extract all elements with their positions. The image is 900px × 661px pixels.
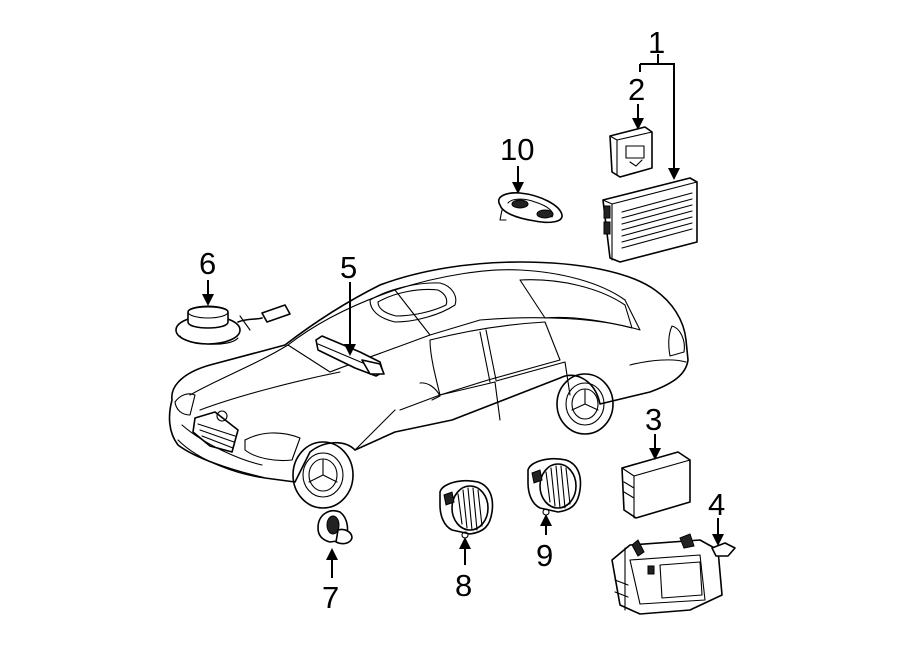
car-front-wheel bbox=[292, 441, 354, 509]
car-rear-wheel bbox=[556, 373, 614, 435]
part-8-speaker[interactable] bbox=[439, 479, 494, 539]
car-body-outline bbox=[168, 261, 689, 483]
car-rear-window bbox=[519, 279, 633, 329]
car-roof-line bbox=[394, 269, 641, 336]
callout-arrows bbox=[202, 54, 724, 578]
car-illustration bbox=[168, 261, 689, 509]
part-7-sensor[interactable] bbox=[317, 510, 353, 545]
part-3-module[interactable] bbox=[621, 451, 691, 519]
car-grille bbox=[192, 411, 239, 453]
car-sunroof bbox=[369, 282, 457, 323]
car-side-windows bbox=[429, 321, 561, 396]
callout-7: 7 bbox=[322, 580, 339, 615]
callout-3: 3 bbox=[645, 402, 662, 437]
callout-1: 1 bbox=[648, 25, 665, 60]
callout-9: 9 bbox=[536, 538, 553, 573]
callout-2: 2 bbox=[628, 72, 645, 107]
part-6-actuator[interactable] bbox=[175, 304, 291, 345]
callout-8: 8 bbox=[455, 568, 472, 603]
callout-10: 10 bbox=[500, 132, 534, 167]
callout-6: 6 bbox=[199, 246, 216, 281]
part-5-antenna[interactable] bbox=[315, 335, 385, 377]
part-9-speaker[interactable] bbox=[527, 457, 582, 516]
part-2-connector[interactable] bbox=[609, 126, 653, 178]
part-4-bracket[interactable] bbox=[611, 533, 736, 615]
callout-5: 5 bbox=[340, 250, 357, 285]
part-10-sensor[interactable] bbox=[498, 192, 563, 224]
part-1-control-module[interactable] bbox=[602, 177, 698, 263]
callout-4: 4 bbox=[708, 487, 725, 522]
